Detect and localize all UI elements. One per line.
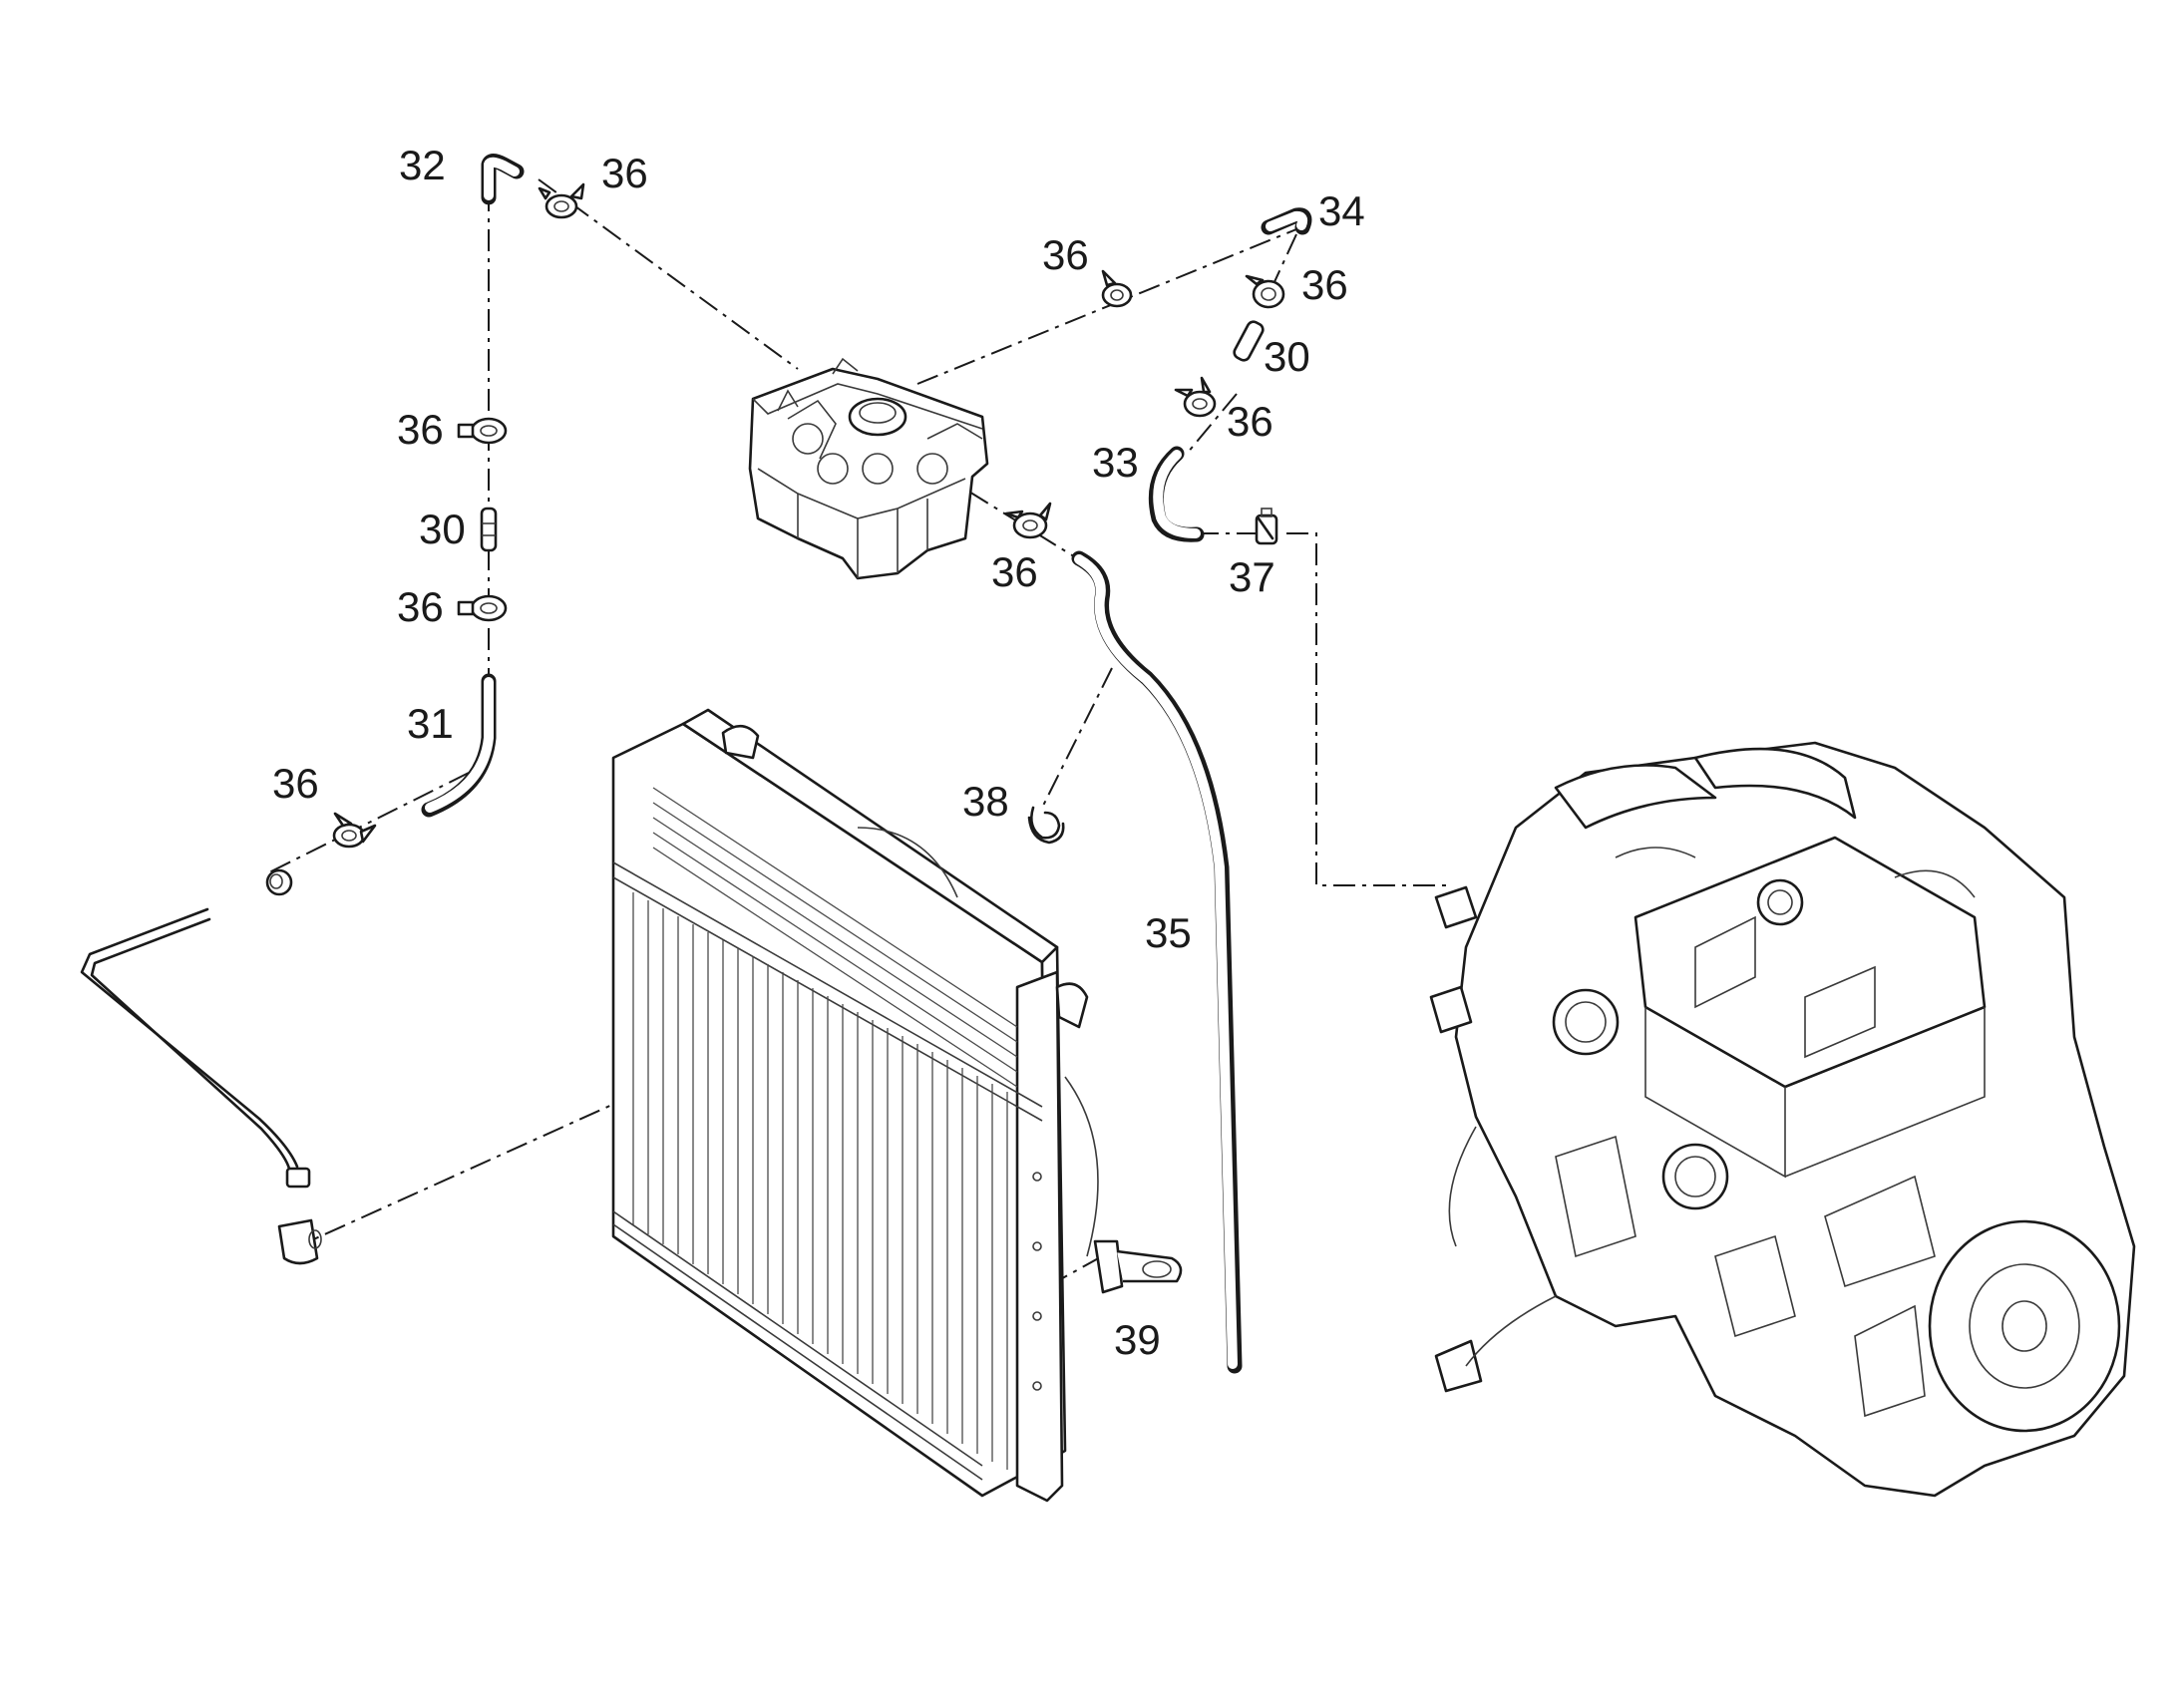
hose-31 [421,673,497,818]
clamp-36-bottom-left [332,812,377,849]
callout-36: 36 [397,406,444,453]
callout-34: 34 [1318,187,1365,234]
callout-36: 36 [397,583,444,630]
clip-37 [1255,508,1278,545]
clamp-36-mid-top [1101,269,1133,308]
bleed-pipe [80,868,322,1265]
callout-36: 36 [272,760,319,807]
callout-37: 37 [1229,553,1275,600]
radiator-fins [632,787,1018,1470]
callout-labels: 32 36 34 36 36 30 36 33 37 36 30 36 36 3… [272,142,1365,1363]
clamp-36-left-a [457,417,508,445]
coupler-30-left [480,507,498,552]
callout-33: 33 [1092,439,1139,486]
callout-35: 35 [1145,909,1192,956]
radiator [611,708,1099,1503]
callout-36: 36 [1227,398,1273,445]
hose-35 [1071,550,1243,1374]
clip-38 [1027,806,1065,845]
hose-32 [481,154,525,205]
expansion-tank [748,357,989,580]
callout-30: 30 [419,506,466,552]
clamp-36-tank-outlet [1004,502,1052,539]
hose-34 [1261,207,1312,235]
callout-39: 39 [1114,1316,1161,1363]
callout-32: 32 [399,142,446,188]
bracket-39 [1093,1239,1183,1294]
callout-36: 36 [991,548,1038,595]
callout-36: 36 [601,150,648,196]
callout-38: 38 [962,778,1009,825]
clamp-36-right-top [1245,274,1285,309]
coupler-30-right [1233,320,1265,362]
clamp-36-right-mid [1174,376,1217,418]
callout-36: 36 [1042,231,1089,278]
callout-30: 30 [1264,333,1310,380]
clamp-36-top [538,182,585,219]
callout-31: 31 [407,700,454,747]
clamp-36-left-b [457,594,508,622]
engine [1429,741,2136,1498]
hose-33 [1148,446,1205,542]
callout-36: 36 [1301,261,1348,308]
